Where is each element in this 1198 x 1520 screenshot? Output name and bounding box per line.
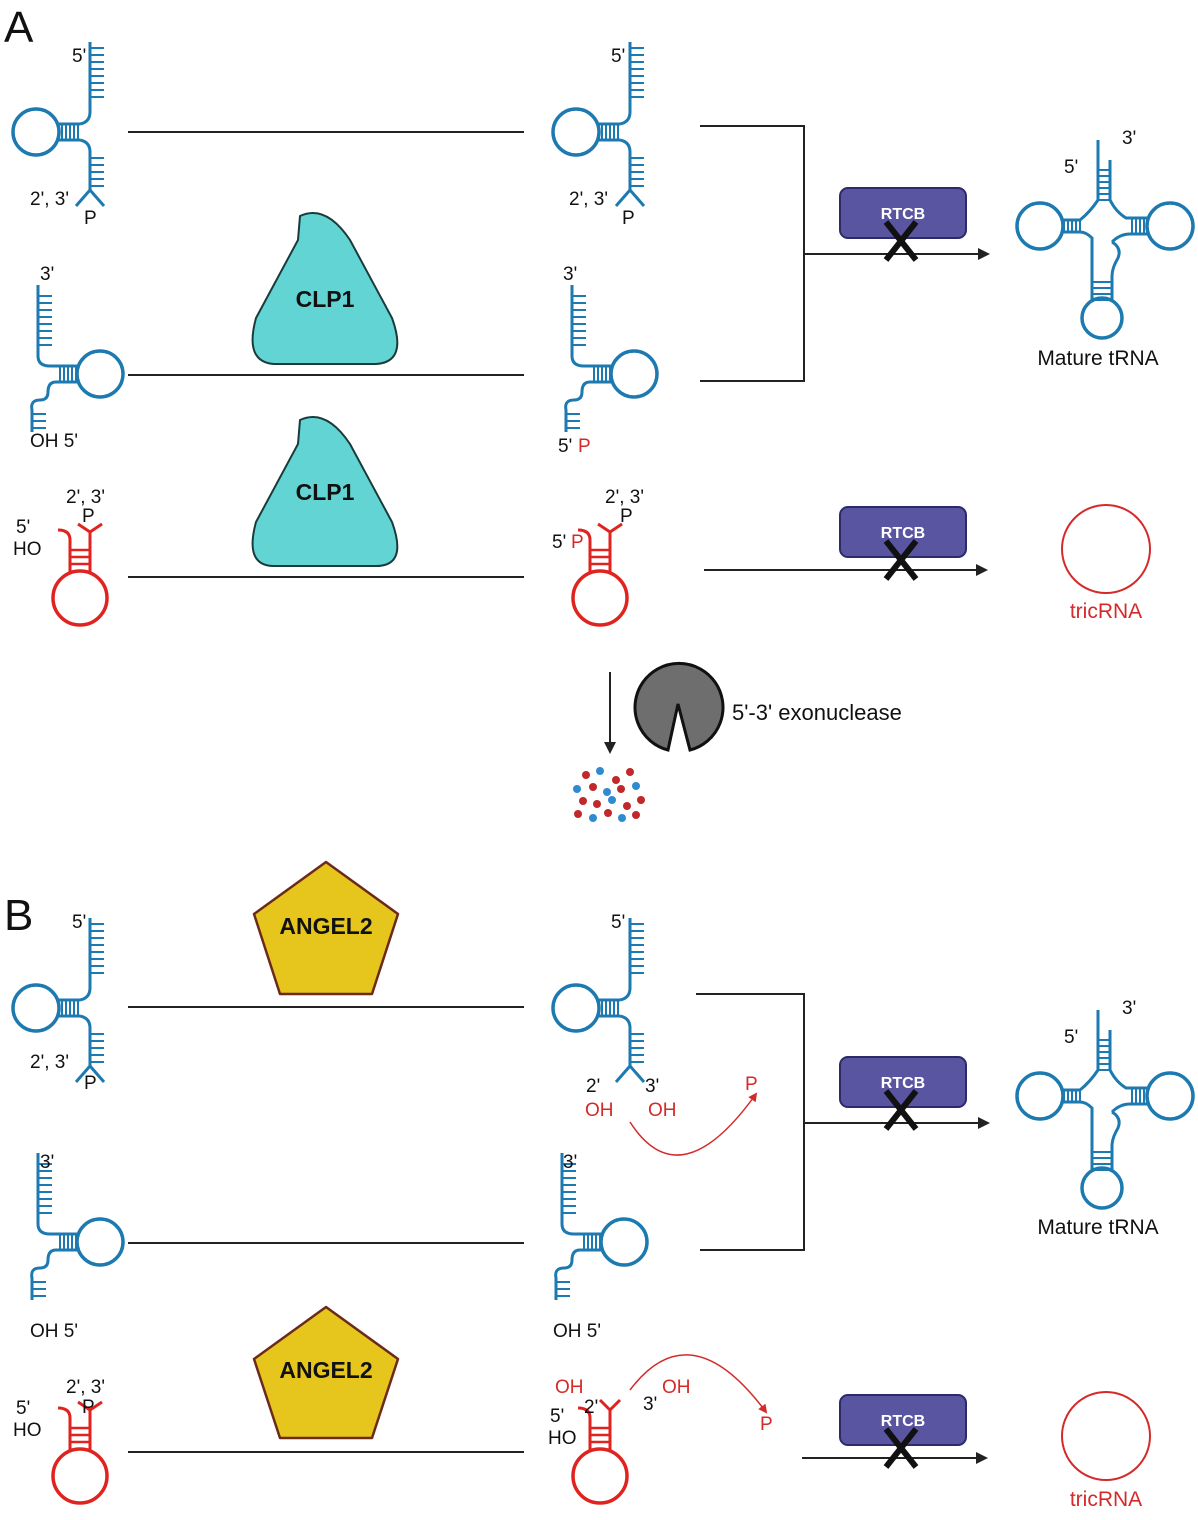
mature-trna-icon [1015,1008,1195,1210]
angel2-enzyme-shape [252,860,400,996]
intron-hairpin-left [51,522,109,627]
label: P [82,1397,95,1418]
angel2-label: ANGEL2 [279,913,372,939]
label: 5' [72,46,86,67]
rtcb-label: RTCB [881,206,925,223]
phosphate-release-arrow [629,1354,768,1414]
label: 5' [72,912,86,933]
label: 2', 3' [605,487,644,508]
label: 2', 3' [66,487,105,508]
label: 2', 3' [30,1052,69,1073]
label: 2', 3' [66,1377,105,1398]
panel-a-label: A [4,3,34,52]
nucleotide-fragments-icon [573,767,645,822]
label: OH 5' [553,1321,601,1342]
clp1-enzyme-shape [251,212,399,365]
label: OH [585,1100,614,1121]
label: 2', 3' [30,189,69,210]
tricrna-circle-icon [1061,504,1151,594]
label: P [571,532,584,553]
rna-3prime-fragment-right [553,1151,649,1302]
label: OH [648,1100,677,1121]
label: P [620,506,633,527]
label: P [82,506,95,527]
ligation-bracket [696,993,805,1251]
mature-trna-icon [1015,138,1195,340]
clp1-label: CLP1 [296,479,355,505]
label: 3' [1122,128,1136,149]
exonuclease-pacman-icon [633,661,725,752]
label: 3' [563,1152,577,1173]
label: 3' [40,264,54,285]
mature-trna-label: Mature tRNA [1037,1216,1158,1239]
rna-5prime-fragment-right [551,916,646,1084]
label: OH 5' [30,1321,78,1342]
label: P [84,208,97,229]
label: 5' [1064,1027,1078,1048]
rna-5prime-fragment-right [551,40,646,208]
label: HO [13,1420,42,1441]
label: 3' [645,1076,659,1097]
tricrna-circle-icon [1061,1391,1151,1481]
ligation-bracket [700,125,805,382]
label: 2', 3' [569,189,608,210]
rtcb-label: RTCB [881,525,925,542]
exonuclease-label: 5'-3' exonuclease [732,700,902,725]
rna-5prime-fragment-left [11,40,106,208]
label: 5' [16,517,30,538]
label: P [622,208,635,229]
label: HO [548,1428,577,1449]
phosphate-release-arrow [629,1092,758,1156]
rtcb-blocked [840,1395,966,1467]
rtcb-label: RTCB [881,1075,925,1092]
angel2-label: ANGEL2 [279,1357,372,1383]
rtcb-blocked [840,1057,966,1129]
rna-3prime-fragment-left [29,283,125,434]
rna-3prime-fragment-right [563,283,659,434]
label: OH [555,1377,584,1398]
clp1-label: CLP1 [296,286,355,312]
intron-hairpin-left [51,1400,109,1505]
label: 5' [552,532,566,553]
label: 5' [611,46,625,67]
label: 3' [40,1152,54,1173]
clp1-enzyme-shape [251,416,399,567]
label: P [760,1414,773,1435]
label: P [578,436,591,457]
label: 5' [1064,157,1078,178]
label: HO [13,539,42,560]
label: 5' [550,1406,564,1427]
rtcb-blocked [840,507,966,579]
label: OH 5' [30,431,78,452]
label: P [84,1073,97,1094]
mature-trna-label: Mature tRNA [1037,347,1158,370]
label: 5' [16,1398,30,1419]
label: P [745,1074,758,1095]
label: 3' [1122,998,1136,1019]
label: 5' [611,912,625,933]
label: 2' [586,1076,600,1097]
label: 2' [584,1397,598,1418]
intron-hairpin-right [571,1398,629,1505]
rtcb-label: RTCB [881,1413,925,1430]
label: 5' [558,436,572,457]
label: 3' [643,1394,657,1415]
angel2-enzyme-shape [252,1305,400,1440]
rna-3prime-fragment-left [29,1151,125,1302]
tricrna-label: tricRNA [1070,1488,1142,1511]
label: 3' [563,264,577,285]
tricrna-label: tricRNA [1070,600,1142,623]
rtcb-blocked [840,188,966,260]
label: OH [662,1377,691,1398]
panel-b-label: B [4,891,33,940]
